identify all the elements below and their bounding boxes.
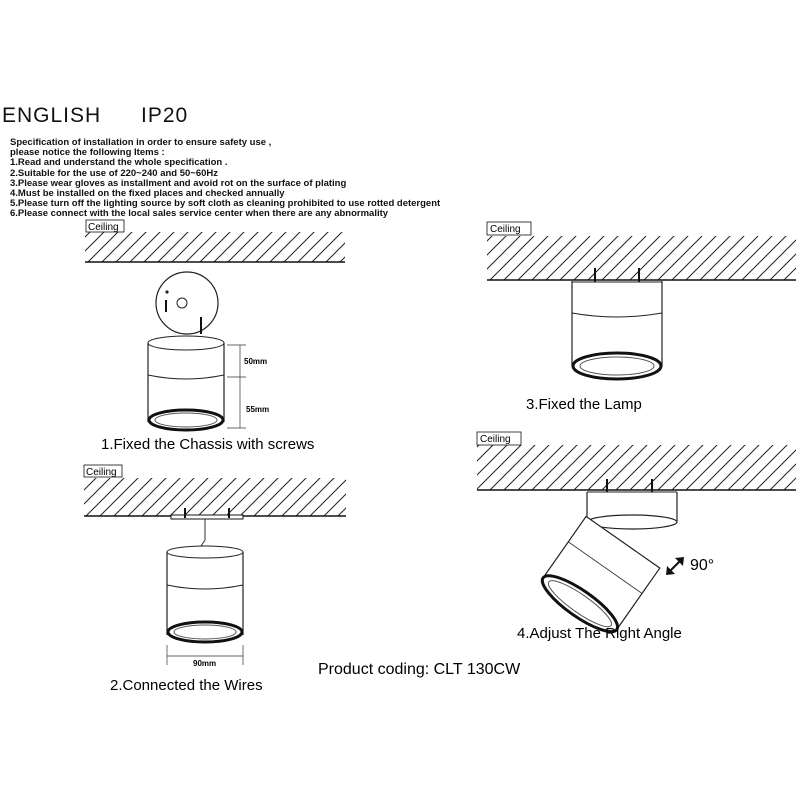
step1-diagram: Ceiling 50mm 55mm xyxy=(85,219,345,432)
step4-caption: 4.Adjust The Right Angle xyxy=(517,625,682,642)
step3-caption: 3.Fixed the Lamp xyxy=(526,396,642,413)
ceiling-label: Ceiling xyxy=(86,467,117,478)
spec-line: 2.Suitable for the use of 220~240 and 50… xyxy=(10,167,219,179)
ceiling-label: Ceiling xyxy=(490,224,521,235)
dimension-label: 55mm xyxy=(246,405,269,414)
spec-line: 5.Please turn off the lighting source by… xyxy=(10,198,441,210)
lamp-ring xyxy=(540,574,620,634)
spec-line: Specification of installation in order t… xyxy=(10,137,272,148)
ceiling-hatch xyxy=(477,445,796,490)
ceiling-hatch xyxy=(487,236,796,280)
step1-caption: 1.Fixed the Chassis with screws xyxy=(101,436,314,453)
spec-line: please notice the following Items : xyxy=(10,147,165,159)
step2-diagram: Ceiling 90mm xyxy=(83,464,346,668)
lamp-ring xyxy=(571,351,663,381)
ceiling-label: Ceiling xyxy=(88,222,119,233)
step2-caption: 2.Connected the Wires xyxy=(110,677,263,694)
specification-list: Specification of installation in order t… xyxy=(10,137,441,220)
spec-line: 4.Must be installed on the fixed places … xyxy=(10,188,285,200)
ceiling-hatch xyxy=(84,478,346,516)
step3-diagram: Ceiling xyxy=(486,221,796,381)
ip-rating-heading: IP20 xyxy=(141,104,189,127)
step4-diagram: Ceiling 90° xyxy=(476,431,796,634)
ceiling-label: Ceiling xyxy=(480,434,511,445)
wire xyxy=(197,519,206,551)
spec-line: 3.Please wear gloves as installment and … xyxy=(10,177,347,189)
ceiling-hatch xyxy=(85,232,345,262)
spec-line: 6.Please connect with the local sales se… xyxy=(10,208,389,220)
rotation-arrow-icon xyxy=(666,557,684,575)
product-coding: Product coding: CLT 130CW xyxy=(318,661,521,678)
dimension-label: 50mm xyxy=(244,357,267,366)
dimension-label: 90mm xyxy=(193,659,216,668)
chassis-plate xyxy=(170,514,244,520)
angle-label: 90° xyxy=(690,557,714,574)
lamp-ring xyxy=(166,620,244,644)
spec-line: 1.Read and understand the whole specific… xyxy=(10,157,228,169)
language-heading: ENGLISH xyxy=(2,104,102,127)
lamp-ring xyxy=(147,408,225,432)
